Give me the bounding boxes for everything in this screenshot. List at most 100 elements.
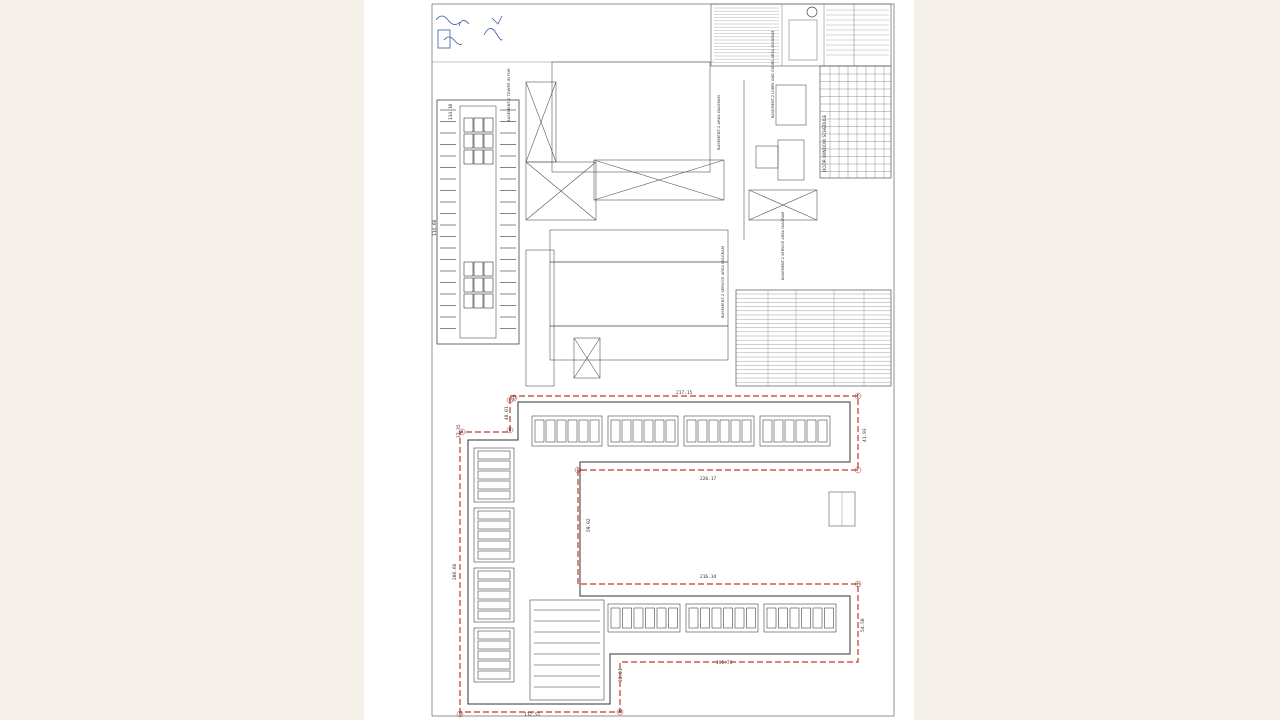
apartment-room <box>723 607 733 629</box>
apartment-room <box>477 460 511 470</box>
corner-marker-label: F <box>857 468 860 473</box>
apartment-room <box>656 607 667 629</box>
area-calculation-table <box>735 289 892 387</box>
apartment-room <box>746 607 756 629</box>
apartment-room <box>610 419 621 443</box>
tower-unit <box>473 277 484 293</box>
tower-unit <box>463 293 474 309</box>
corner-marker-label: D <box>513 396 516 401</box>
apartment-room <box>477 660 511 670</box>
apartment-room <box>633 607 644 629</box>
apartment-room <box>477 450 511 460</box>
corner-marker-label: E <box>857 394 860 399</box>
apartment-room <box>812 607 823 629</box>
site-plan-drawing: DOOR WINDOW SCHEDULE 134.10 114.60 BASEM… <box>431 3 895 718</box>
tower-unit <box>473 133 484 149</box>
apartment-room <box>567 419 578 443</box>
dim-inner-top: 220.17 <box>700 476 717 482</box>
service-block <box>529 599 605 701</box>
corner-marker-label: M <box>619 710 623 715</box>
label-basement-2-lobby: BASEMENT-2 LOBBY AND STAIRS AREA DIAGRAM <box>771 31 775 118</box>
apartment-room <box>477 610 511 620</box>
apartment-unit <box>473 507 515 563</box>
dim-left-overall: 208.60 <box>452 563 458 580</box>
dim-inner-bottom: 216.34 <box>700 574 717 580</box>
apartment-unit <box>473 567 515 623</box>
apartment-room <box>730 419 741 443</box>
apartment-room <box>711 607 722 629</box>
apartment-unit <box>685 603 759 633</box>
dim-top-wing-right: 41.93 <box>862 428 868 442</box>
corner-marker <box>506 426 514 434</box>
dim-bottom-right-height: 54.50 <box>860 618 866 632</box>
title-block <box>710 3 892 67</box>
apartment-room <box>697 419 708 443</box>
apartment-room <box>578 419 589 443</box>
apartment-room <box>686 419 697 443</box>
door-window-schedule-table: DOOR WINDOW SCHEDULE <box>819 65 892 179</box>
apartment-room <box>477 510 511 520</box>
apartment-room <box>477 540 511 550</box>
apartment-unit <box>763 603 837 633</box>
dim-bottom-left: 112.51 <box>524 712 541 718</box>
corner-marker <box>458 428 466 436</box>
corner-marker-label: A <box>461 430 464 435</box>
basement-area-diagrams <box>525 61 818 387</box>
apartment-unit <box>607 415 679 447</box>
apartment-room <box>643 419 654 443</box>
tower-unit <box>483 149 494 165</box>
dim-bottom-step: 38.01 <box>618 668 624 682</box>
apartment-room <box>477 630 511 640</box>
apartment-room <box>824 607 834 629</box>
apartment-room <box>477 670 511 680</box>
apartment-room <box>719 419 730 443</box>
apartment-room <box>477 490 511 500</box>
tower-unit <box>473 117 484 133</box>
tower-unit <box>473 261 484 277</box>
apartment-unit <box>473 627 515 683</box>
site-plan <box>459 395 859 713</box>
dim-inner-vertical: 59.92 <box>586 518 592 532</box>
apartment-room <box>477 550 511 560</box>
apartment-room <box>556 419 567 443</box>
tower-unit <box>473 293 484 309</box>
apartment-room <box>477 650 511 660</box>
apartment-room <box>778 607 788 629</box>
apartment-room <box>762 419 773 443</box>
dim-top-wing-length: 217.15 <box>676 390 693 396</box>
tower-unit <box>463 133 474 149</box>
corner-marker-label: H <box>857 582 860 587</box>
corner-marker <box>854 392 862 400</box>
apartment-room <box>477 600 511 610</box>
corner-marker-label: B <box>509 428 512 433</box>
apartment-room <box>795 419 806 443</box>
corner-marker <box>854 580 862 588</box>
apartment-room <box>654 419 665 443</box>
drawing-sheet: DOOR WINDOW SCHEDULE 134.10 114.60 BASEM… <box>364 0 914 720</box>
apartment-unit <box>473 447 515 503</box>
apartment-unit <box>759 415 831 447</box>
apartment-room <box>645 607 655 629</box>
apartment-room <box>477 640 511 650</box>
apartment-room <box>801 607 811 629</box>
corner-marker-label: N <box>459 712 462 717</box>
apartment-room <box>477 530 511 540</box>
corner-marker <box>854 466 862 474</box>
apartment-room <box>589 419 600 443</box>
tower-unit <box>463 277 474 293</box>
apartment-room <box>632 419 643 443</box>
apartment-room <box>665 419 676 443</box>
apartment-room <box>477 580 511 590</box>
apartment-unit <box>607 603 681 633</box>
apartment-unit <box>531 415 603 447</box>
tower-unit <box>473 149 484 165</box>
corner-marker <box>510 394 518 402</box>
apartment-room <box>534 419 545 443</box>
apartment-room <box>734 607 745 629</box>
apartment-room <box>477 570 511 580</box>
apartment-room <box>789 607 800 629</box>
dim-top-wing-left-a: 48.01 <box>504 406 510 420</box>
apartment-room <box>700 607 710 629</box>
label-basement-2-area: BASEMENT-2 AREA DIAGRAM <box>716 95 721 150</box>
apartment-room <box>784 419 795 443</box>
